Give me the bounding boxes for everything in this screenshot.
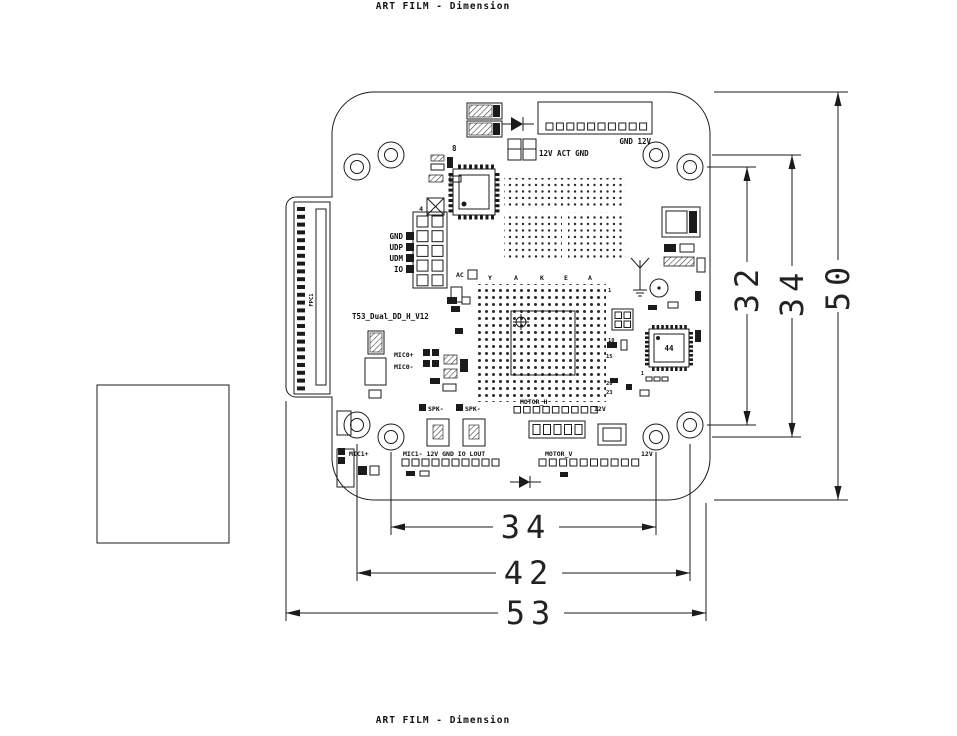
dim-53-value: 53: [506, 594, 557, 632]
bga-col-label: E: [564, 274, 568, 282]
motor-v-label: MOTOR_V: [545, 450, 572, 458]
mic1-pads: [338, 448, 345, 464]
qfn-chip: [448, 164, 500, 220]
pcb-outline: [285, 91, 711, 501]
blank-panel: [96, 384, 230, 544]
mic1-plus-label: MIC1+: [349, 450, 369, 458]
misc-right-parts: [607, 291, 701, 397]
board-name-label: T53_Dual_DD_H_V12: [352, 312, 429, 321]
bga-row-label: 15: [606, 354, 613, 360]
12v-label-a: 12V: [594, 405, 606, 413]
dim-42-value: 42: [504, 554, 555, 592]
bga-col-label: Y: [488, 274, 492, 282]
qfp44-chip: 44 1: [641, 325, 693, 377]
dim-34-v-value: 34: [773, 267, 811, 318]
fpc1-label: FPC1: [309, 293, 315, 307]
bottom-components: [338, 404, 640, 488]
mic0-minus-label: MIC0-: [394, 363, 414, 371]
bga-row-label: 23: [606, 390, 613, 396]
motor-h-label: MOTOR_H: [520, 398, 547, 406]
buzzer: [649, 278, 669, 298]
dim-horizontal-34: 34: [391, 508, 656, 546]
dot-grid-areas: [504, 178, 626, 259]
signal-pads: [406, 232, 414, 273]
dim-vertical-50: 50: [819, 92, 857, 500]
io-label: IO: [394, 265, 404, 274]
mic0-pads: [423, 349, 439, 367]
diode-top: [502, 117, 534, 131]
udm-label: UDM: [389, 254, 403, 263]
ac-label: AC: [456, 271, 464, 279]
bga-col-label: K: [540, 274, 544, 282]
spk-label-2: SPK-: [465, 405, 481, 413]
dim-34-h-value: 34: [501, 508, 552, 546]
motor-v-pads: [538, 458, 640, 467]
right-components: 44 1: [607, 206, 706, 397]
extension-lines: [285, 91, 848, 621]
power-connector: [537, 101, 653, 135]
antenna-symbol: [630, 257, 650, 297]
dim-32-value: 32: [728, 263, 766, 314]
silkscreen-labels: GND 12V 12V ACT GND 8 4 GND UDP UDM IO A…: [349, 137, 653, 458]
bga-col-label: A: [514, 274, 518, 282]
inductor: [661, 206, 701, 238]
dimension-annotations: 34 42 53: [285, 91, 857, 632]
spk-label-1: SPK-: [428, 405, 444, 413]
dim-vertical-34: 34: [773, 155, 811, 437]
12v-act-gnd-label: 12V ACT GND: [539, 149, 589, 158]
pin-header: [412, 211, 448, 289]
dim-horizontal-53: 53: [286, 594, 706, 632]
diode-bottom: [510, 476, 541, 488]
bga-row-label: 10: [608, 338, 615, 344]
chip-44-label: 44: [664, 344, 674, 353]
center-left-components: [336, 296, 471, 488]
top-components: [406, 101, 653, 312]
bga-col-label: A: [588, 274, 592, 282]
dim-horizontal-42: 42: [357, 554, 690, 592]
pin8-label: 8: [452, 144, 457, 153]
12v-label-b: 12V: [641, 450, 653, 458]
udp-label: UDP: [389, 243, 403, 252]
io-rail-label: MIC1- 12V GND IO LOUT: [403, 450, 485, 458]
bga-area: Y A K E A 1 10 15 20 23: [478, 274, 615, 402]
gnd-label: GND: [389, 232, 403, 241]
page-title-top: ART FILM - Dimension: [375, 1, 511, 12]
chip-pin1-label: 1: [641, 371, 645, 377]
pin4-label: 4: [419, 205, 423, 213]
dim-vertical-32: 32: [728, 167, 766, 425]
io-rail-pads: [401, 458, 500, 467]
dim-50-value: 50: [819, 261, 857, 312]
bga-row-label: 20: [606, 381, 613, 387]
gnd-12v-label: GND 12V: [619, 137, 651, 146]
bga-row-label: 1: [608, 288, 612, 294]
mic0-plus-label: MIC0+: [394, 351, 414, 359]
motor-h-pads: [513, 406, 598, 414]
fpc-connector: FPC1: [293, 201, 331, 395]
page-title-bottom: ART FILM - Dimension: [375, 715, 511, 726]
